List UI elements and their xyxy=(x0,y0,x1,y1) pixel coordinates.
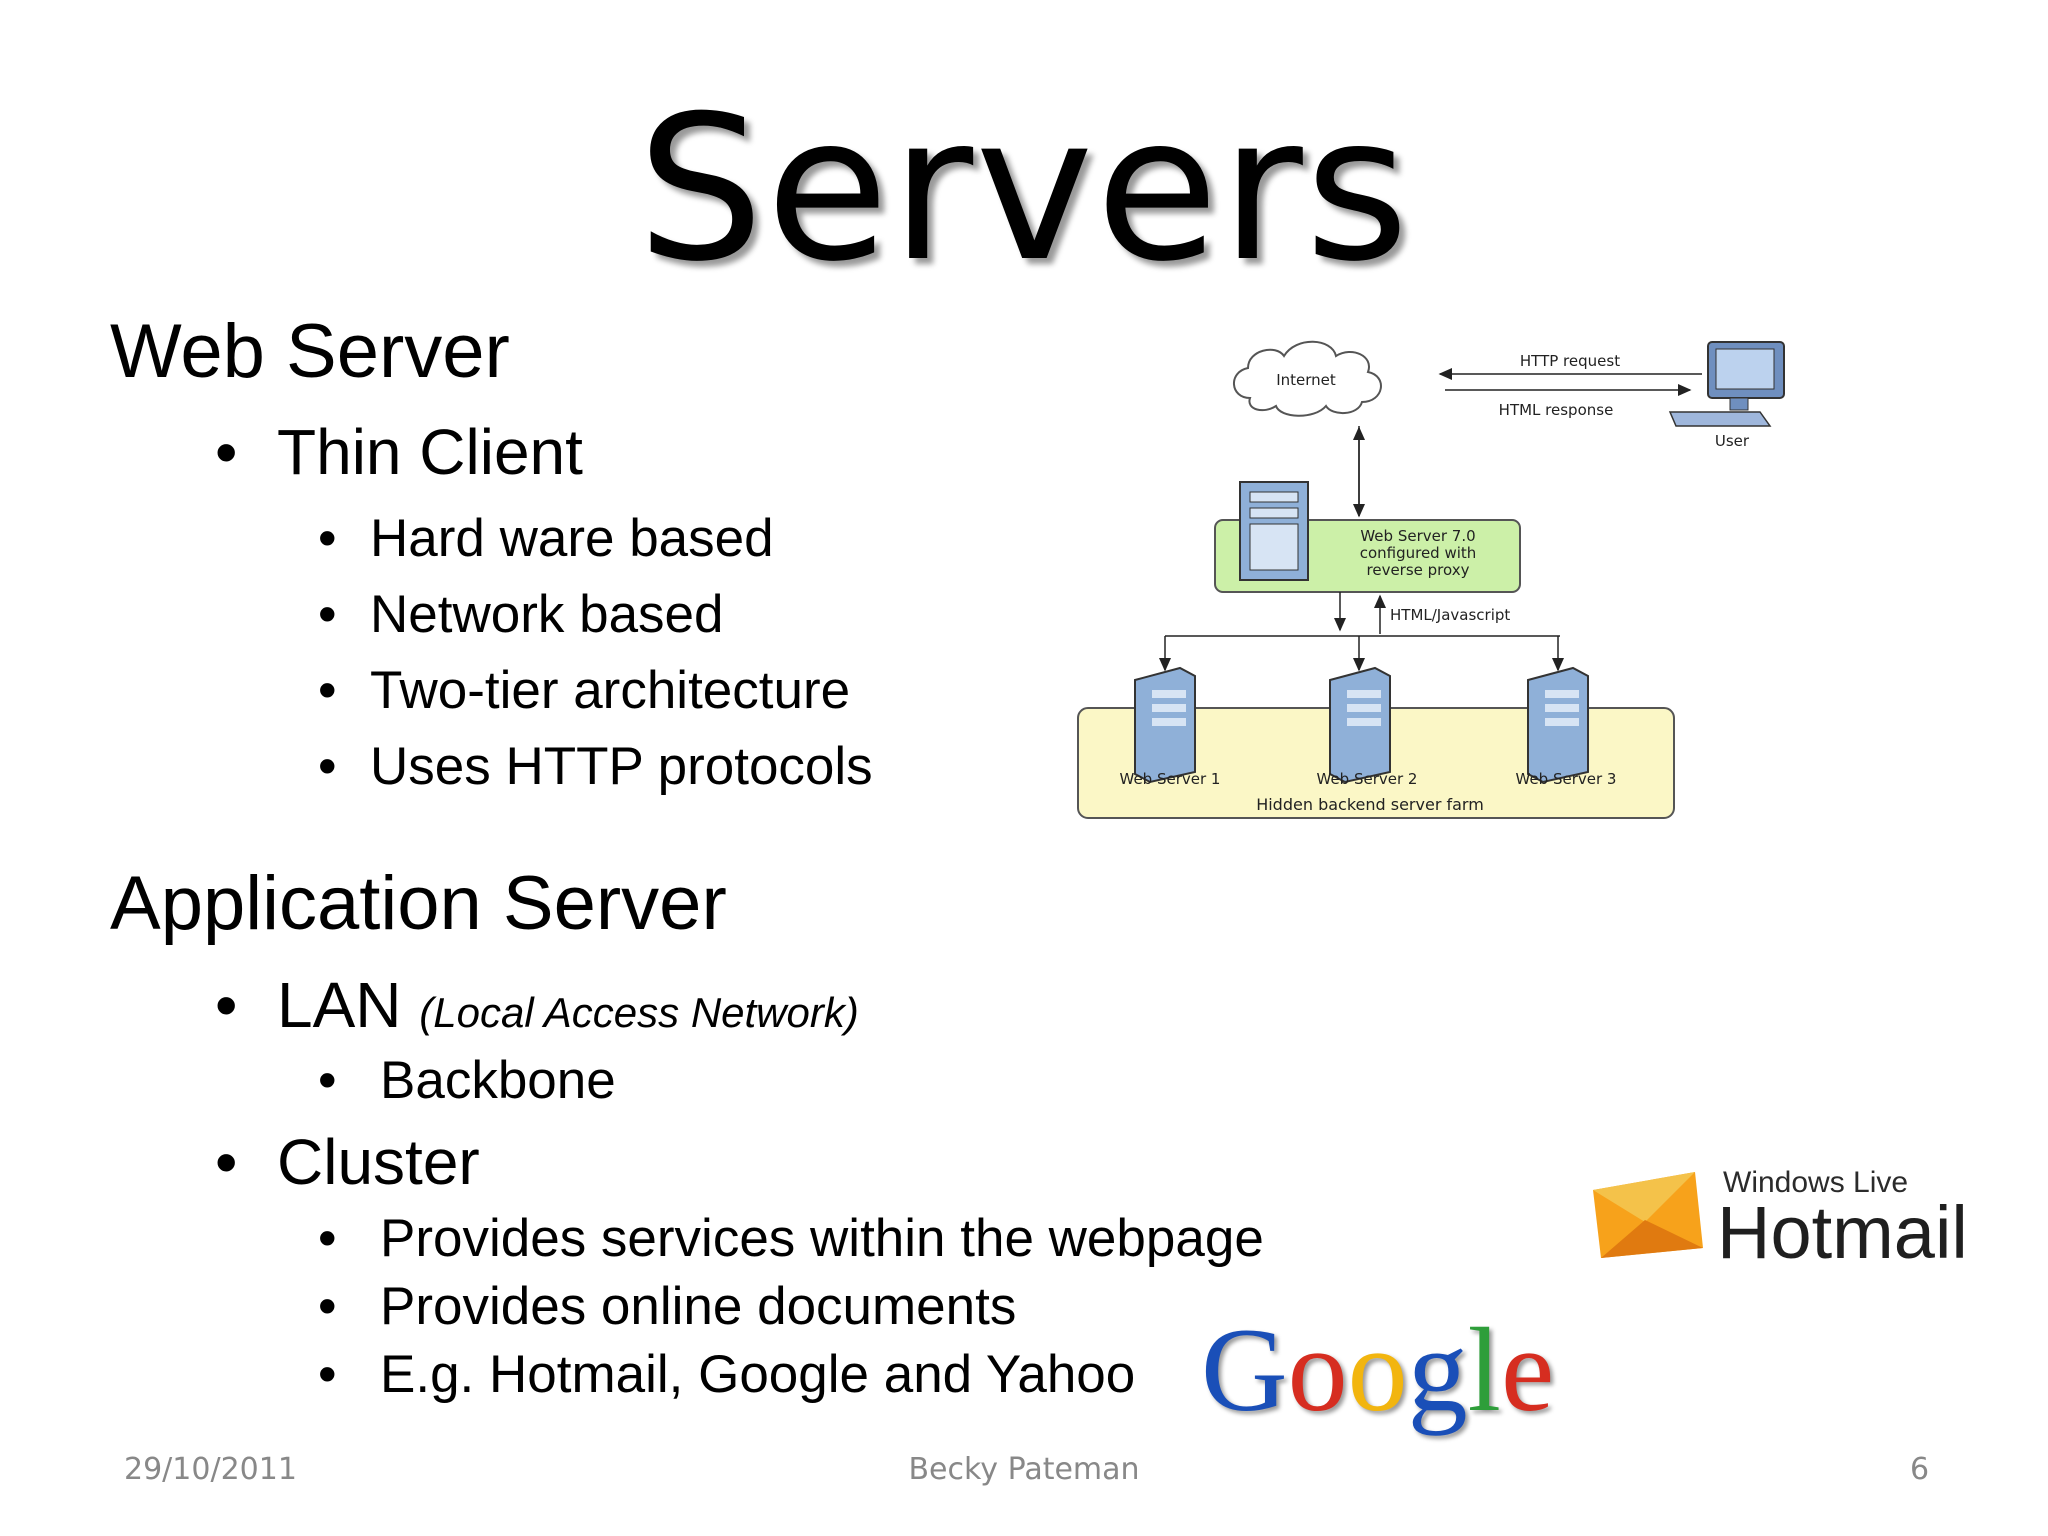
cluster-item-label: E.g. Hotmail, Google and Yahoo xyxy=(380,1345,1136,1404)
proxy-line-2: configured with xyxy=(1360,544,1477,562)
html-response-label: HTML response xyxy=(1499,401,1614,419)
server-3-label: Web Server 3 xyxy=(1516,770,1617,788)
internet-cloud-icon xyxy=(1233,340,1382,417)
web-item-label: Two-tier architecture xyxy=(370,661,851,720)
bullet-dot: • xyxy=(318,661,337,720)
web-item-1: • Hard ware based xyxy=(318,508,774,569)
cluster-item-label: Provides online documents xyxy=(380,1277,1017,1336)
computer-icon xyxy=(1668,341,1785,427)
bullet-dot: • xyxy=(318,1209,337,1268)
html-js-label: HTML/Javascript xyxy=(1390,606,1510,624)
google-letter-o1: o xyxy=(1288,1303,1348,1436)
bullet-dot: • xyxy=(318,509,337,568)
server-icon xyxy=(1527,666,1589,784)
internet-label: Internet xyxy=(1276,371,1336,389)
user-label: User xyxy=(1715,432,1750,450)
web-item-2: • Network based xyxy=(318,584,724,645)
server-icon xyxy=(1134,666,1196,784)
cluster-item-3: • E.g. Hotmail, Google and Yahoo xyxy=(318,1344,1135,1405)
server-1-label: Web Server 1 xyxy=(1120,770,1221,788)
server-farm-label: Hidden backend server farm xyxy=(1256,795,1484,814)
footer-author: Becky Pateman xyxy=(908,1452,1140,1487)
lan-item-1: • Backbone xyxy=(318,1050,616,1111)
slide-title: Servers xyxy=(636,73,1412,306)
hotmail-top-text: Windows Live xyxy=(1723,1166,1908,1199)
cluster-bullet: • Cluster xyxy=(215,1125,480,1199)
bullet-dot: • xyxy=(318,585,337,644)
footer-date: 29/10/2011 xyxy=(124,1452,297,1487)
proxy-line-1: Web Server 7.0 xyxy=(1360,527,1475,545)
bullet-dot: • xyxy=(318,1345,337,1404)
google-letter-e: e xyxy=(1501,1303,1554,1436)
google-wordmark: Google xyxy=(1201,1303,1554,1436)
web-server-diagram: Internet User HTTP request HTML response… xyxy=(1077,340,1785,819)
bullet-dot: • xyxy=(215,416,238,488)
bullet-dot: • xyxy=(215,969,238,1041)
lan-note: (Local Access Network) xyxy=(419,989,859,1036)
google-logo: Google xyxy=(1201,1303,1554,1436)
proxy-line-3: reverse proxy xyxy=(1367,561,1470,579)
web-item-label: Network based xyxy=(370,585,724,644)
google-letter-g2: g xyxy=(1408,1303,1468,1436)
lan-text: LAN xyxy=(277,969,402,1041)
bullet-dot: • xyxy=(318,1051,337,1110)
google-letter-o2: o xyxy=(1348,1303,1408,1436)
web-server-heading: Web Server xyxy=(110,309,510,394)
google-letter-g: G xyxy=(1201,1303,1288,1436)
hotmail-main-text: Hotmail xyxy=(1717,1191,1968,1274)
footer-page-number: 6 xyxy=(1910,1452,1930,1487)
server-2-label: Web Server 2 xyxy=(1317,770,1418,788)
cluster-item-2: • Provides online documents xyxy=(318,1276,1016,1337)
thin-client-bullet: • Thin Client xyxy=(215,415,583,489)
cluster-item-label: Provides services within the webpage xyxy=(380,1209,1264,1268)
bullet-dot: • xyxy=(318,1277,337,1336)
lan-bullet: • LAN (Local Access Network) xyxy=(215,968,859,1042)
lan-label: LAN (Local Access Network) xyxy=(277,968,859,1042)
lan-item-label: Backbone xyxy=(380,1051,616,1110)
bullet-dot: • xyxy=(215,1126,238,1198)
web-item-4: • Uses HTTP protocols xyxy=(318,736,873,797)
web-item-label: Hard ware based xyxy=(370,509,774,568)
hotmail-logo: Windows Live Hotmail xyxy=(1593,1166,1968,1274)
cluster-item-1: • Provides services within the webpage xyxy=(318,1208,1264,1269)
bullet-dot: • xyxy=(318,737,337,796)
envelope-icon xyxy=(1593,1172,1703,1258)
thin-client-label: Thin Client xyxy=(277,416,583,488)
proxy-server-icon xyxy=(1239,481,1309,581)
http-request-label: HTTP request xyxy=(1520,352,1620,370)
web-item-label: Uses HTTP protocols xyxy=(370,737,873,796)
web-item-3: • Two-tier architecture xyxy=(318,660,850,721)
server-icon xyxy=(1329,666,1391,784)
google-letter-l: l xyxy=(1468,1303,1501,1436)
cluster-label: Cluster xyxy=(277,1126,480,1198)
app-server-heading: Application Server xyxy=(110,861,727,946)
